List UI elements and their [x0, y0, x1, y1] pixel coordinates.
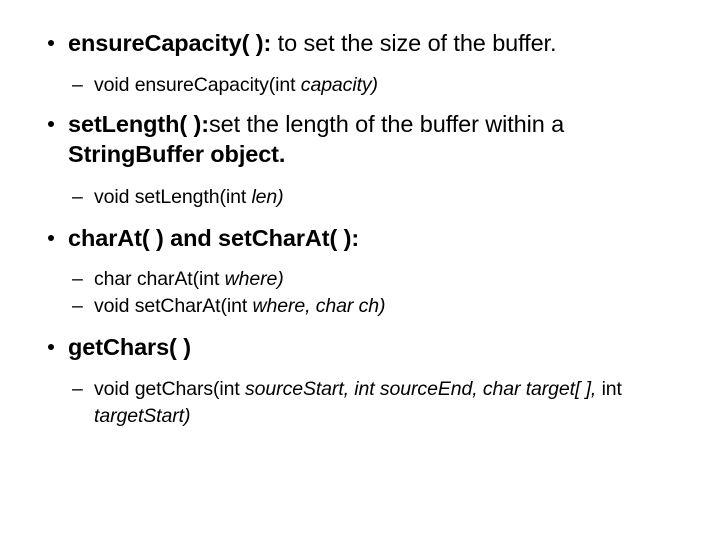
bullet-char-at: charAt( ) and setCharAt( ): [36, 223, 684, 253]
subbullet-get-chars-sig-part-2: int [601, 378, 622, 400]
subbullet-set-char-at-sig: –void setCharAt(int where, char ch) [36, 293, 684, 320]
bullet-ensure-capacity-bold: ensureCapacity( ): [68, 30, 272, 56]
subbullet-get-chars-sig-part-1: sourceStart, int sourceEnd, char target[… [245, 378, 602, 400]
dash-icon: – [72, 186, 83, 208]
dash-icon: – [72, 295, 83, 317]
bullet-get-chars-bold: getChars( ) [68, 334, 191, 360]
spacer [36, 211, 684, 223]
dash-icon: – [72, 74, 83, 96]
subbullet-set-length-sig-part-1: len) [251, 186, 284, 208]
dash-icon: – [72, 268, 83, 290]
bullet-set-length-bold2: StringBuffer object. [68, 141, 286, 167]
subbullet-get-chars-sig: –void getChars(int sourceStart, int sour… [36, 376, 684, 430]
bullet-char-at-bold: charAt( ) and setCharAt( ): [68, 225, 360, 251]
bullet-set-length: setLength( ):set the length of the buffe… [36, 109, 684, 169]
subbullet-ensure-capacity-sig-part-0: void ensureCapacity(int [94, 74, 301, 96]
spacer [36, 60, 684, 72]
bullet-dot-icon [48, 235, 54, 241]
bullet-ensure-capacity: ensureCapacity( ): to set the size of th… [36, 28, 684, 58]
spacer [36, 255, 684, 266]
subbullet-set-char-at-sig-part-1: where, char ch) [252, 295, 386, 317]
bullet-dot-icon [48, 121, 54, 127]
bullet-set-length-regular: set the length of the buffer within a [209, 111, 565, 137]
subbullet-get-chars-sig-part-0: void getChars(int [94, 378, 246, 400]
subbullet-char-at-sig-part-1: where) [224, 268, 284, 290]
bullet-set-length-bold: setLength( ): [68, 111, 209, 137]
subbullet-char-at-sig: –char charAt(int where) [36, 266, 684, 293]
bullet-ensure-capacity-regular: to set the size of the buffer. [271, 30, 557, 56]
bullet-dot-icon [48, 344, 54, 350]
subbullet-ensure-capacity-sig-part-1: capacity) [300, 74, 378, 96]
spacer [36, 364, 684, 376]
subbullet-char-at-sig-part-0: char charAt(int [94, 268, 225, 290]
bullet-dot-icon [48, 40, 54, 46]
subbullet-set-length-sig: –void setLength(int len) [36, 184, 684, 211]
subbullet-set-length-sig-part-0: void setLength(int [94, 186, 252, 208]
subbullet-set-char-at-sig-part-0: void setCharAt(int [94, 295, 253, 317]
subbullet-ensure-capacity-sig: –void ensureCapacity(int capacity) [36, 72, 684, 99]
spacer [36, 320, 684, 332]
spacer [36, 99, 684, 109]
spacer [36, 171, 684, 184]
dash-icon: – [72, 378, 83, 400]
subbullet-get-chars-sig-part-3: targetStart) [94, 405, 191, 427]
bullet-get-chars: getChars( ) [36, 332, 684, 362]
